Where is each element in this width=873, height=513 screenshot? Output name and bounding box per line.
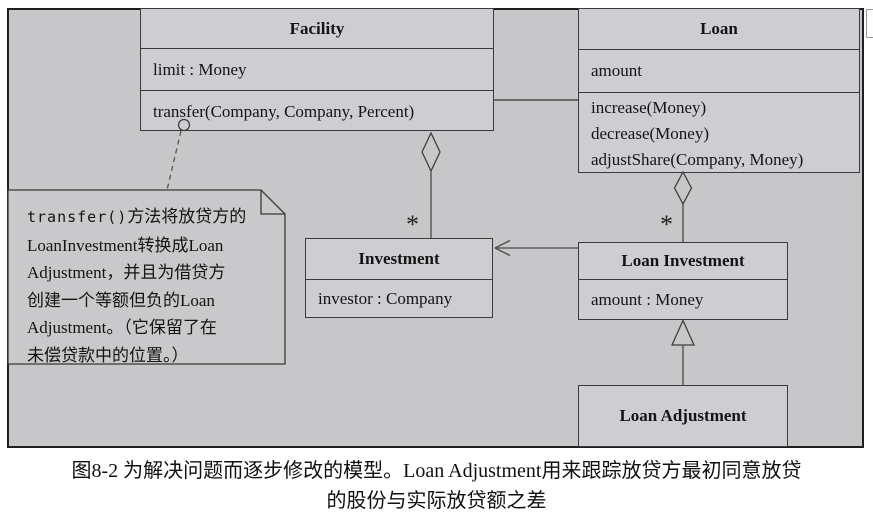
note-line-3: Adjustment，并且为借贷方 xyxy=(27,263,226,282)
cutoff-artifact-box xyxy=(866,9,873,38)
method-transfer: transfer(Company, Company, Percent) xyxy=(153,101,415,121)
class-facility: Facility limit : Money transfer(Company,… xyxy=(140,8,494,131)
attribute-limit: limit : Money xyxy=(153,59,247,79)
note-line-4: 创建一个等额但负的Loan xyxy=(27,290,215,310)
class-facility-title: Facility xyxy=(289,18,345,38)
multiplicity-facility-investment: * xyxy=(406,210,419,239)
note-line-6: 未偿贷款中的位置。） xyxy=(27,345,189,365)
attribute-amount-money: amount : Money xyxy=(591,290,704,309)
class-loan-title: Loan xyxy=(700,19,738,38)
attribute-investor: investor : Company xyxy=(318,289,453,308)
note-code-transfer: transfer() xyxy=(27,208,128,226)
note-line-1-rest: 方法将放贷方的 xyxy=(127,207,247,226)
class-loan-methods: increase(Money) decrease(Money) adjustSh… xyxy=(579,92,859,174)
method-increase: increase(Money) xyxy=(591,97,707,117)
method-adjustshare: adjustShare(Company, Money) xyxy=(591,149,804,169)
class-investment-title: Investment xyxy=(358,249,440,268)
class-loan-adjustment-title: Loan Adjustment xyxy=(619,406,747,425)
class-investment: Investment investor : Company xyxy=(305,238,493,318)
caption-line-2: 的股份与实际放贷额之差 xyxy=(326,490,547,512)
note-line-2: LoanInvestment转换成Loan xyxy=(27,235,224,255)
class-facility-attributes: limit : Money xyxy=(141,48,493,90)
class-loan-investment: Loan Investment amount : Money xyxy=(578,242,788,320)
multiplicity-loan-loaninvestment: * xyxy=(660,210,673,239)
attribute-amount: amount xyxy=(591,61,642,80)
caption-line-1: 图8-2 为解决问题而逐步修改的模型。Loan Adjustment用来跟踪放贷… xyxy=(71,460,802,482)
class-investment-attributes: investor : Company xyxy=(306,279,492,318)
note-line-5: Adjustment。（它保留了在 xyxy=(27,318,217,337)
class-loan-investment-attributes: amount : Money xyxy=(579,279,787,320)
note-line-1: transfer()方法将放贷方的 xyxy=(27,203,279,232)
note-comment: transfer()方法将放贷方的 LoanInvestment转换成Loan … xyxy=(27,203,279,369)
class-loan-investment-title: Loan Investment xyxy=(621,251,745,270)
class-loan-attributes: amount xyxy=(579,49,859,92)
method-decrease: decrease(Money) xyxy=(591,123,709,143)
class-loan: Loan amount increase(Money) decrease(Mon… xyxy=(578,8,860,173)
class-loan-adjustment: Loan Adjustment xyxy=(578,385,788,447)
class-facility-methods: transfer(Company, Company, Percent) xyxy=(141,90,493,132)
